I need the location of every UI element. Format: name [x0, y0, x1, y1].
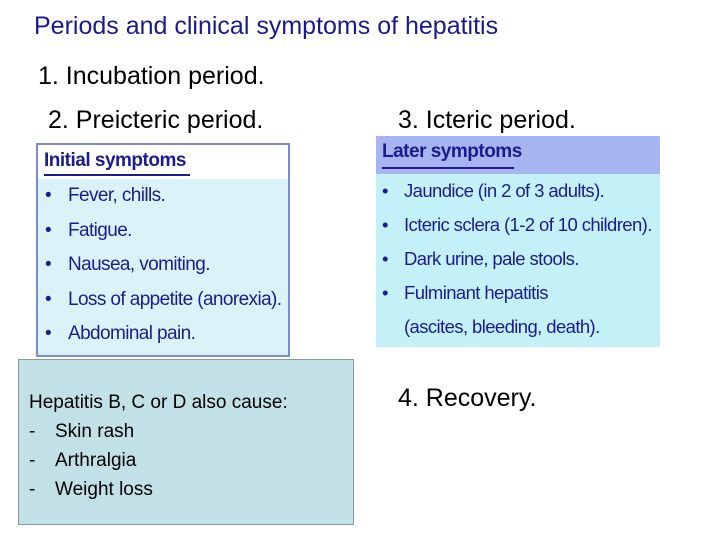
- list-item: • Dark urine, pale stools.: [376, 242, 660, 276]
- later-symptoms-list: • Jaundice (in 2 of 3 adults). • Icteric s…: [376, 174, 660, 310]
- list-item: • Jaundice (in 2 of 3 adults).: [376, 174, 660, 208]
- period-recovery: 4. Recovery.: [398, 384, 537, 412]
- bullet-icon: •: [382, 248, 388, 269]
- list-item: -Arthralgia: [29, 446, 153, 475]
- list-item-text: Abdominal pain.: [68, 323, 196, 344]
- list-item-text: Weight loss: [55, 479, 153, 500]
- heading-underline: [382, 167, 514, 169]
- list-item: -Skin rash: [29, 417, 153, 446]
- dash-icon: -: [29, 479, 36, 500]
- also-cause-box: Hepatitis B, C or D also cause: -Skin ra…: [18, 359, 354, 525]
- also-cause-heading: Hepatitis B, C or D also cause:: [29, 392, 288, 413]
- list-item-text: Dark urine, pale stools.: [404, 248, 579, 269]
- heading-underline: [44, 174, 190, 176]
- later-symptoms-panel: Later symptoms • Jaundice (in 2 of 3 adul…: [376, 136, 660, 347]
- list-item-text: Skin rash: [55, 421, 135, 442]
- list-item: • Fever, chills.: [38, 179, 288, 214]
- bullet-icon: •: [45, 219, 52, 241]
- period-preicteric: 2. Preicteric period.: [48, 106, 264, 134]
- bullet-icon: •: [45, 323, 52, 344]
- bullet-icon: •: [382, 282, 388, 303]
- dash-icon: -: [29, 421, 36, 442]
- bullet-icon: •: [45, 185, 52, 206]
- list-item-text: Icteric sclera (1-2 of 10 children).: [404, 214, 652, 235]
- list-item: • Loss of appetite (anorexia).: [38, 283, 288, 318]
- bullet-icon: •: [382, 214, 388, 235]
- list-item-text: Fever, chills.: [68, 185, 166, 206]
- list-item-text: Nausea, vomiting.: [68, 254, 210, 275]
- list-item: • Fulminant hepatitis: [376, 276, 660, 310]
- slide-title: Periods and clinical symptoms of hepatit…: [34, 12, 499, 40]
- bullet-icon: •: [45, 288, 52, 310]
- initial-symptoms-panel: Initial symptoms • Fever, chills. • Fatigu…: [36, 143, 290, 357]
- bullet-icon: •: [45, 254, 52, 275]
- initial-symptoms-header: Initial symptoms: [38, 145, 288, 179]
- later-symptoms-heading: Later symptoms: [382, 141, 522, 162]
- list-item-text: Loss of appetite (anorexia).: [68, 288, 282, 310]
- also-cause-list: -Skin rash -Arthralgia -Weight loss: [29, 417, 153, 504]
- list-item-text: Arthralgia: [55, 450, 137, 471]
- list-item-text: Fatigue.: [68, 219, 132, 241]
- period-icteric: 3. Icteric period.: [398, 106, 576, 134]
- bullet-icon: •: [382, 180, 388, 201]
- period-incubation: 1. Incubation period.: [38, 62, 265, 90]
- list-item: -Weight loss: [29, 475, 153, 504]
- list-item-text: Jaundice (in 2 of 3 adults).: [404, 180, 605, 201]
- list-item-text: Fulminant hepatitis: [404, 282, 548, 303]
- later-symptoms-header: Later symptoms: [376, 136, 660, 174]
- initial-symptoms-list: • Fever, chills. • Fatigue. • Nausea, vomit…: [38, 179, 288, 352]
- list-item: • Abdominal pain.: [38, 317, 288, 352]
- initial-symptoms-heading: Initial symptoms: [44, 150, 186, 171]
- list-item: • Icteric sclera (1-2 of 10 children).: [376, 208, 660, 242]
- list-item: • Nausea, vomiting.: [38, 248, 288, 283]
- dash-icon: -: [29, 450, 36, 471]
- list-item: • Fatigue.: [38, 214, 288, 249]
- list-item-continuation: (ascites, bleeding, death).: [404, 316, 600, 337]
